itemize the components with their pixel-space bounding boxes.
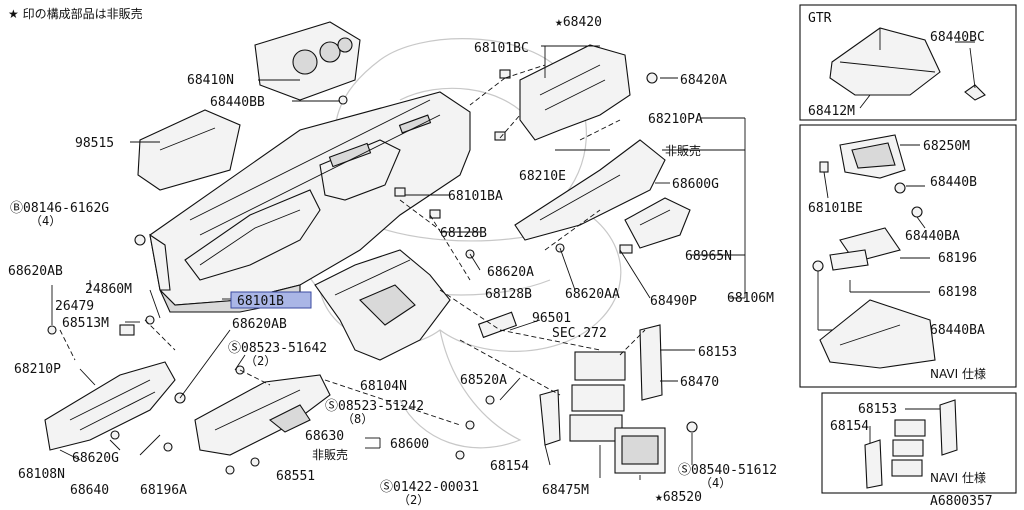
bracket-68153 bbox=[639, 324, 663, 401]
label-68420A: 68420A bbox=[680, 73, 727, 88]
fasteners bbox=[47, 69, 698, 475]
label-68620AA: 68620AA bbox=[565, 287, 620, 302]
label-68490P: 68490P bbox=[650, 294, 697, 309]
label-68440BC: 68440BC bbox=[930, 30, 985, 45]
gtr-display-hood-68412M bbox=[829, 27, 941, 96]
panel-navi-bottom: 68153 68154 NAVI 仕様 bbox=[821, 392, 1017, 494]
label-98515: 98515 bbox=[75, 136, 114, 151]
label-68551: 68551 bbox=[276, 469, 315, 484]
label-68420: ★68420 bbox=[555, 15, 602, 30]
label-68600: 68600 bbox=[390, 437, 429, 452]
label-68475M: 68475M bbox=[542, 483, 589, 498]
label-08523-51242: Ⓢ08523-51242 bbox=[325, 399, 424, 414]
instrument-panel-illustration bbox=[149, 91, 471, 313]
header-note: ★ 印の構成部品は非販売 bbox=[8, 6, 143, 21]
label-68620AB-1: 68620AB bbox=[8, 264, 63, 279]
center-finisher-68210PA bbox=[514, 139, 666, 241]
label-68520A: 68520A bbox=[460, 373, 507, 388]
lower-cover-68108N bbox=[44, 361, 176, 451]
label-68154-a: 68154 bbox=[490, 459, 529, 474]
label-68153-b: 68153 bbox=[858, 402, 897, 417]
label-96501: 96501 bbox=[532, 311, 571, 326]
airbag-lid-98515 bbox=[137, 109, 241, 191]
label-08146-qty: （4） bbox=[30, 214, 61, 228]
label-68196: 68196 bbox=[938, 251, 977, 266]
leader-lines bbox=[51, 45, 746, 480]
label-68196A: 68196A bbox=[140, 483, 187, 498]
cluster-lid-68420 bbox=[519, 44, 631, 141]
label-68210P: 68210P bbox=[14, 362, 61, 377]
label-68520: ★68520 bbox=[655, 490, 702, 505]
label-68250M: 68250M bbox=[923, 139, 970, 154]
label-68101BA: 68101BA bbox=[448, 189, 503, 204]
label-68412M: 68412M bbox=[808, 104, 855, 119]
label-68513M: 68513M bbox=[62, 316, 109, 331]
label-68600G: 68600G bbox=[672, 177, 719, 192]
label-68128B-1: 68128B bbox=[440, 226, 487, 241]
label-01422-00031: Ⓢ01422-00031 bbox=[380, 480, 479, 495]
label-68210E: 68210E bbox=[519, 169, 566, 184]
part-labels: ★68420 68101BC 68420A 68410N 68440BB 985… bbox=[8, 15, 777, 507]
label-68101B: 68101B bbox=[237, 294, 284, 309]
label-68210PA: 68210PA bbox=[648, 112, 703, 127]
label-68620AB-2: 68620AB bbox=[232, 317, 287, 332]
label-68620A: 68620A bbox=[487, 265, 534, 280]
label-68640: 68640 bbox=[70, 483, 109, 498]
highlight-68101B bbox=[230, 291, 312, 309]
label-68630: 68630 bbox=[305, 429, 344, 444]
label-08523-51642: Ⓢ08523-51642 bbox=[228, 341, 327, 356]
label-68198: 68198 bbox=[938, 285, 977, 300]
label-hihanbai-2: 非販売 bbox=[312, 447, 348, 462]
label-24860M: 24860M bbox=[85, 282, 132, 297]
label-68440BA-2: 68440BA bbox=[930, 323, 985, 338]
label-68154-b: 68154 bbox=[830, 419, 869, 434]
label-08523-51642-qty: （2） bbox=[245, 354, 276, 368]
label-68620G: 68620G bbox=[72, 451, 119, 466]
label-68440BB: 68440BB bbox=[210, 95, 265, 110]
diagram-code: A6800357 bbox=[930, 494, 993, 509]
panel-gtr: GTR 68440BC 68412M bbox=[799, 4, 1017, 121]
meter-hood-68410N bbox=[254, 21, 361, 101]
label-01422-00031-qty: （2） bbox=[398, 493, 429, 507]
panel-navi-bottom-caption: NAVI 仕様 bbox=[930, 471, 986, 485]
label-sec272: SEC.272 bbox=[552, 326, 607, 341]
label-68128B-2: 68128B bbox=[485, 287, 532, 302]
panel-navi-top-caption: NAVI 仕様 bbox=[930, 367, 986, 381]
bracket-68154 bbox=[539, 389, 561, 446]
label-68104N: 68104N bbox=[360, 379, 407, 394]
label-26479: 26479 bbox=[55, 299, 94, 314]
label-68965N: 68965N bbox=[685, 249, 732, 264]
label-08540-51612-qty: （4） bbox=[700, 476, 731, 490]
label-68101BC: 68101BC bbox=[474, 41, 529, 56]
label-68440B: 68440B bbox=[930, 175, 977, 190]
panel-gtr-title: GTR bbox=[808, 11, 832, 26]
label-08540-51612: Ⓢ08540-51612 bbox=[678, 463, 777, 478]
audio-unit-68475M bbox=[569, 351, 666, 474]
tray-68965N bbox=[624, 197, 691, 249]
panel-navi-top: 68250M 68101BE 68440B 68440BA 68196 6819… bbox=[799, 124, 1017, 388]
label-68153-a: 68153 bbox=[698, 345, 737, 360]
label-68440BA-1: 68440BA bbox=[905, 229, 960, 244]
label-68101BE: 68101BE bbox=[808, 201, 863, 216]
dashed-lines bbox=[59, 64, 646, 426]
label-68106M: 68106M bbox=[727, 291, 774, 306]
label-08523-51242-qty: （8） bbox=[342, 412, 373, 426]
label-hihanbai-1: 非販売 bbox=[665, 143, 701, 158]
label-08146-6162G: Ⓑ08146-6162G bbox=[10, 201, 109, 216]
glove-box-68600 bbox=[194, 374, 331, 456]
label-68410N: 68410N bbox=[187, 73, 234, 88]
label-68470: 68470 bbox=[680, 375, 719, 390]
console-68104N bbox=[314, 249, 451, 361]
label-68108N: 68108N bbox=[18, 467, 65, 482]
